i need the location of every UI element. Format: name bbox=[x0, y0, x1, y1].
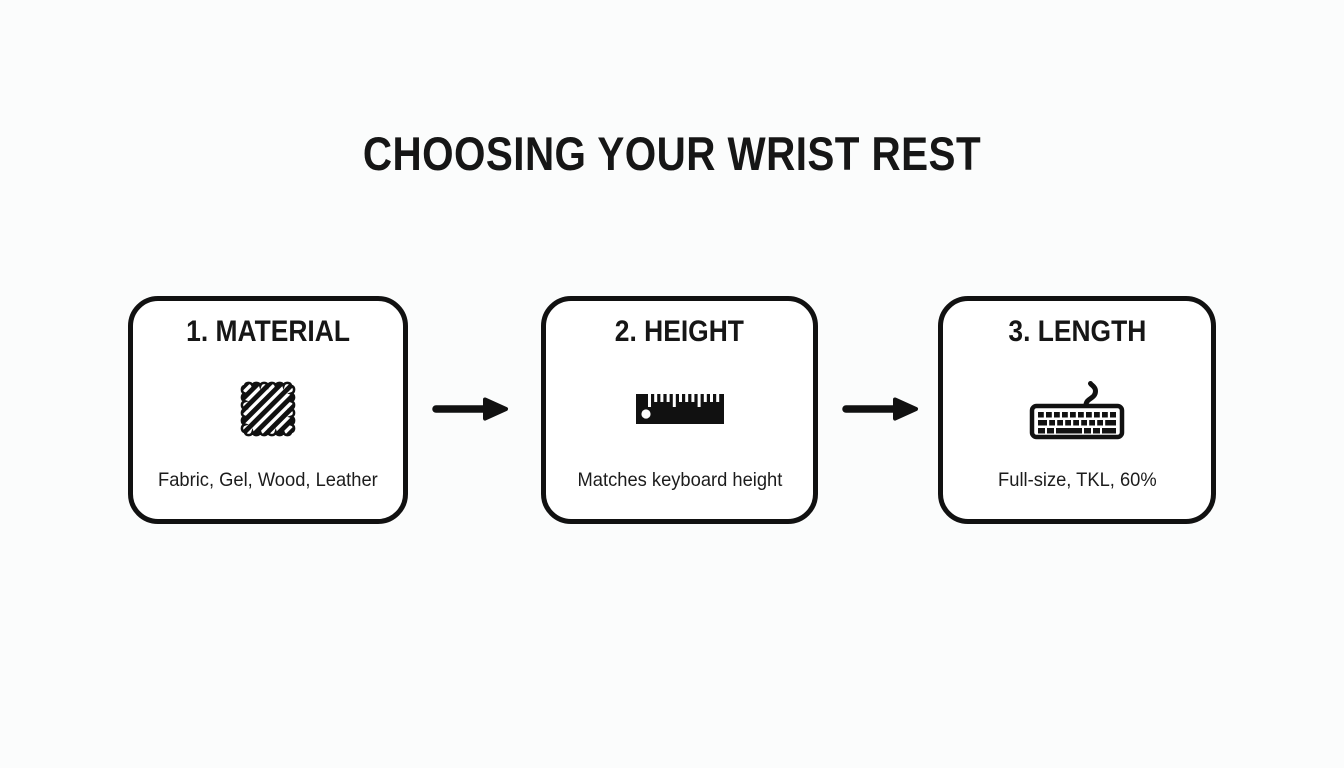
step-heading-height: 2. HEIGHT bbox=[614, 315, 745, 348]
step-description-material: Fabric, Gel, Wood, Leather bbox=[158, 469, 378, 491]
step-heading-length: 3. LENGTH bbox=[1008, 315, 1146, 348]
step-box-height: 2. HEIGHT Matches keyboard height bbox=[541, 296, 818, 524]
ruler-icon bbox=[635, 349, 724, 469]
step-box-material: 1. MATERIAL Fabric, Gel, Wood, Leather bbox=[128, 296, 408, 524]
page-title: CHOOSING YOUR WRIST REST bbox=[362, 127, 982, 180]
keyboard-icon bbox=[1029, 349, 1125, 469]
arrow-right-icon bbox=[431, 395, 511, 423]
step-box-length: 3. LENGTH bbox=[938, 296, 1216, 524]
step-description-length: Full-size, TKL, 60% bbox=[997, 469, 1157, 491]
fabric-swatch-icon bbox=[237, 349, 299, 469]
step-heading-material: 1. MATERIAL bbox=[186, 315, 350, 348]
arrow-right-icon bbox=[841, 395, 921, 423]
step-description-height: Matches keyboard height bbox=[577, 469, 782, 491]
